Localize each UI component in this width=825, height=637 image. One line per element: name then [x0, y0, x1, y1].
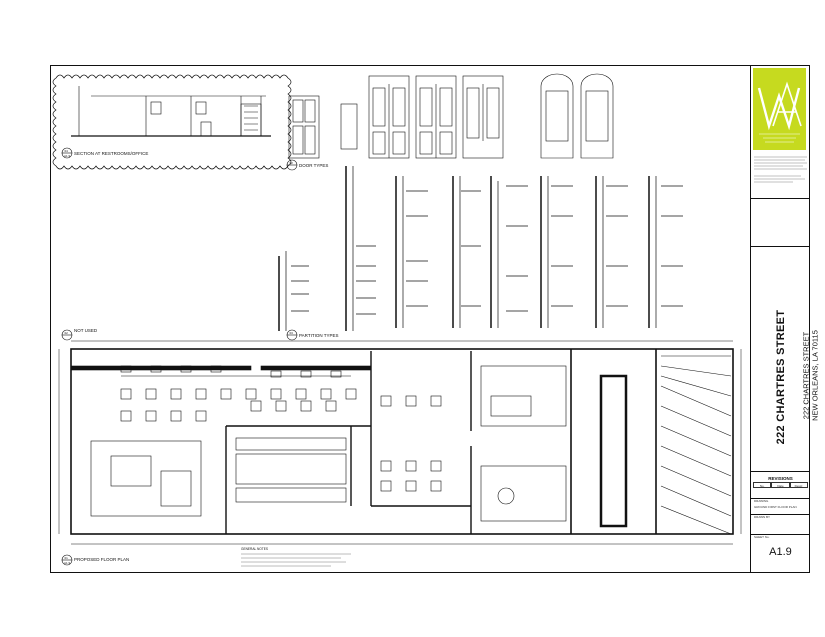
- partition-types-tag: 03: [290, 331, 294, 335]
- project-address-block: 222 CHARTRES STREET 222 CHARTRES STREET …: [751, 301, 820, 461]
- firm-notes: [754, 156, 807, 183]
- floor-plan-tag: 01: [65, 556, 69, 560]
- drawing-sheet: 04 A1.9 SECTION AT RESTROOMS/OFFICE 02 D…: [50, 65, 820, 573]
- revision-col-date: Date: [771, 482, 790, 488]
- section-title: SECTION AT RESTROOMS/OFFICE: [74, 151, 148, 156]
- project-city: NEW ORLEANS, LA 70115: [810, 330, 820, 421]
- section-restrooms-detail: [52, 74, 292, 170]
- door-types-tag: 02: [290, 161, 294, 165]
- floor-plan-title: PROPOSED FLOOR PLAN: [74, 557, 129, 562]
- revision-col-descr: Descr.: [789, 482, 808, 488]
- section-ref: A1.9: [64, 154, 71, 158]
- project-street-address: 222 CHARTRES STREET: [801, 331, 811, 420]
- door-types-title: DOOR TYPES: [299, 163, 328, 168]
- partition-type-details: [278, 166, 683, 331]
- dining-tables: [120, 365, 442, 492]
- section-tag: 04: [65, 149, 69, 153]
- general-notes-title: GENERAL NOTES: [241, 547, 268, 551]
- floor-plan-ref: A1.9: [64, 561, 71, 565]
- drawn-by-label: DRAWN BY: [754, 515, 771, 519]
- sheet-number-label: SHEET No.: [754, 535, 770, 539]
- revision-col-no: No.: [753, 482, 772, 488]
- door-types: [288, 73, 614, 159]
- proposed-floor-plan: [70, 348, 734, 535]
- not-used-title: NOT USED: [74, 328, 98, 333]
- drawing-label: DRAWING: [754, 499, 769, 503]
- revisions-header: No. Date Descr.: [753, 482, 808, 488]
- firm-logo: [753, 68, 806, 150]
- revisions-title: REVISIONS: [768, 476, 793, 481]
- drawing-title: GROUND FIRST FLOOR PLAN: [754, 505, 797, 509]
- sheet-number: A1.9: [769, 546, 792, 558]
- not-used-tag: 02: [65, 331, 69, 335]
- project-street-title: 222 CHARTRES STREET: [775, 309, 787, 445]
- drawing-area: 04 A1.9 SECTION AT RESTROOMS/OFFICE 02 D…: [52, 73, 742, 567]
- title-block: 222 CHARTRES STREET 222 CHARTRES STREET …: [750, 66, 820, 572]
- partition-types-title: PARTITION TYPES: [299, 333, 339, 338]
